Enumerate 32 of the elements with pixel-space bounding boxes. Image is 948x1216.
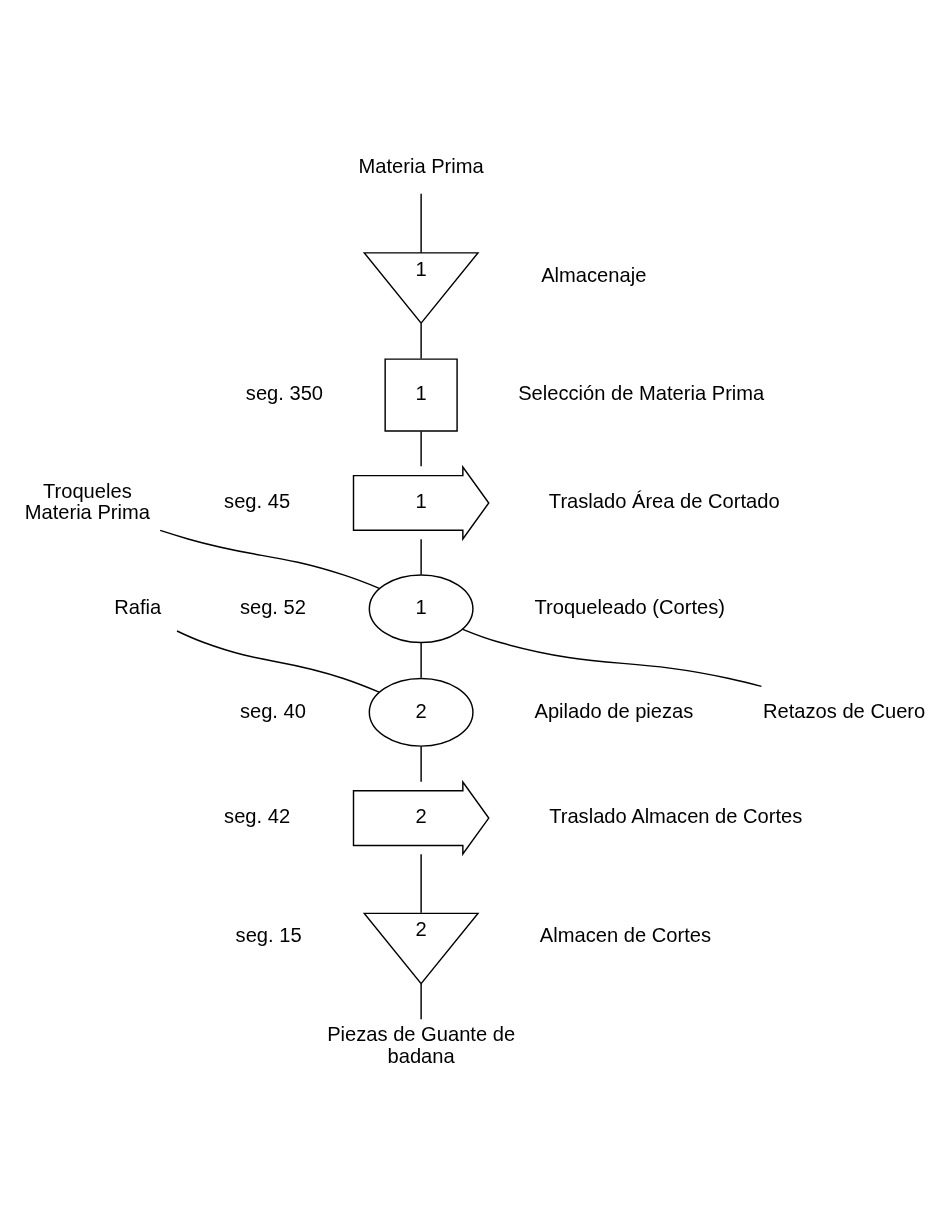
connector xyxy=(420,745,422,783)
node-label: Apilado de piezas xyxy=(534,699,694,722)
node-label: seg. 42 xyxy=(224,805,291,828)
connector xyxy=(420,641,422,679)
node-label: Troqueleado (Cortes) xyxy=(534,596,726,619)
connector xyxy=(420,322,422,360)
connector xyxy=(420,853,422,914)
node-label: Traslado Área de Cortado xyxy=(548,490,780,513)
connector xyxy=(462,628,763,688)
node-label: seg. 40 xyxy=(239,699,306,722)
node-text: Rafia xyxy=(114,596,162,619)
node-label: Almacenaje xyxy=(541,263,647,286)
node-label: Almacen de Cortes xyxy=(539,924,712,947)
node-label: seg. 350 xyxy=(245,382,324,405)
connector xyxy=(420,430,422,468)
connector xyxy=(420,538,422,576)
connector xyxy=(420,192,422,254)
node-text: Troqueles Materia Prima xyxy=(24,479,150,524)
node-ellipse: 1 xyxy=(368,574,474,644)
node-label: Selección de Materia Prima xyxy=(518,382,765,405)
node-ellipse: 2 xyxy=(368,677,474,747)
node-label: seg. 45 xyxy=(224,490,291,513)
connector xyxy=(420,983,422,1020)
node-box: 1 xyxy=(384,358,458,432)
connector xyxy=(159,529,380,590)
node-label: Traslado Almacen de Cortes xyxy=(549,805,803,828)
connector xyxy=(176,630,380,693)
node-text: Piezas de Guante de badana xyxy=(327,1023,516,1068)
node-label: seg. 52 xyxy=(239,596,306,619)
node-text: Materia Prima xyxy=(358,154,484,177)
node-label: seg. 15 xyxy=(235,924,302,947)
node-text: Retazos de Cuero xyxy=(763,699,926,722)
